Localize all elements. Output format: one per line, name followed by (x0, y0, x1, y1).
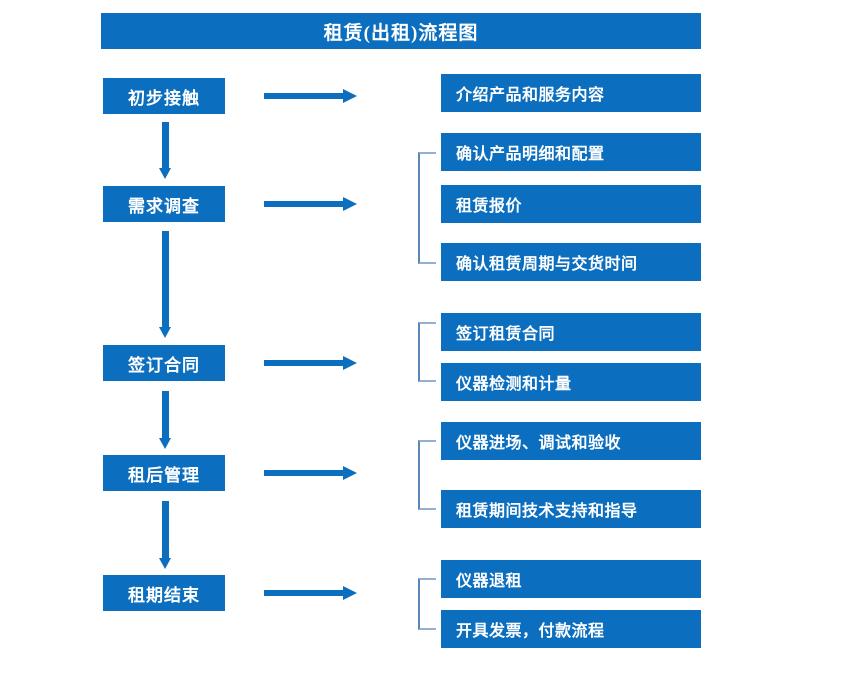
detail-box-8[interactable]: 租赁期间技术支持和指导 (441, 490, 701, 528)
flow-arrow-down-4 (159, 501, 172, 569)
stage-box-1[interactable]: 初步接触 (103, 78, 225, 114)
stage-box-2[interactable]: 需求调查 (103, 186, 225, 222)
stage-box-3[interactable]: 签订合同 (103, 345, 225, 381)
detail-arrow-right-4 (264, 466, 357, 480)
detail-box-5[interactable]: 签订租赁合同 (441, 313, 701, 351)
stage-box-4[interactable]: 租后管理 (103, 455, 225, 491)
flow-arrow-down-1 (159, 122, 172, 179)
detail-arrow-right-1 (264, 89, 357, 103)
detail-box-1[interactable]: 介绍产品和服务内容 (441, 74, 701, 112)
detail-box-2[interactable]: 确认产品明细和配置 (441, 133, 701, 171)
stage-box-5[interactable]: 租期结束 (103, 575, 225, 611)
group-bracket-2 (418, 322, 436, 382)
detail-box-9[interactable]: 仪器退租 (441, 560, 701, 598)
detail-arrow-right-3 (264, 356, 357, 370)
detail-box-4[interactable]: 确认租赁周期与交货时间 (441, 243, 701, 281)
group-bracket-4 (418, 578, 436, 630)
page-title: 租赁(出租)流程图 (101, 13, 701, 49)
detail-arrow-right-2 (264, 197, 357, 211)
group-bracket-3 (418, 440, 436, 510)
detail-box-10[interactable]: 开具发票，付款流程 (441, 610, 701, 648)
flow-arrow-down-2 (159, 231, 172, 338)
detail-arrow-right-5 (264, 586, 357, 600)
group-bracket-1 (418, 152, 436, 264)
flow-arrow-down-3 (159, 391, 172, 449)
detail-box-7[interactable]: 仪器进场、调试和验收 (441, 422, 701, 460)
detail-box-6[interactable]: 仪器检测和计量 (441, 363, 701, 401)
detail-box-3[interactable]: 租赁报价 (441, 185, 701, 223)
